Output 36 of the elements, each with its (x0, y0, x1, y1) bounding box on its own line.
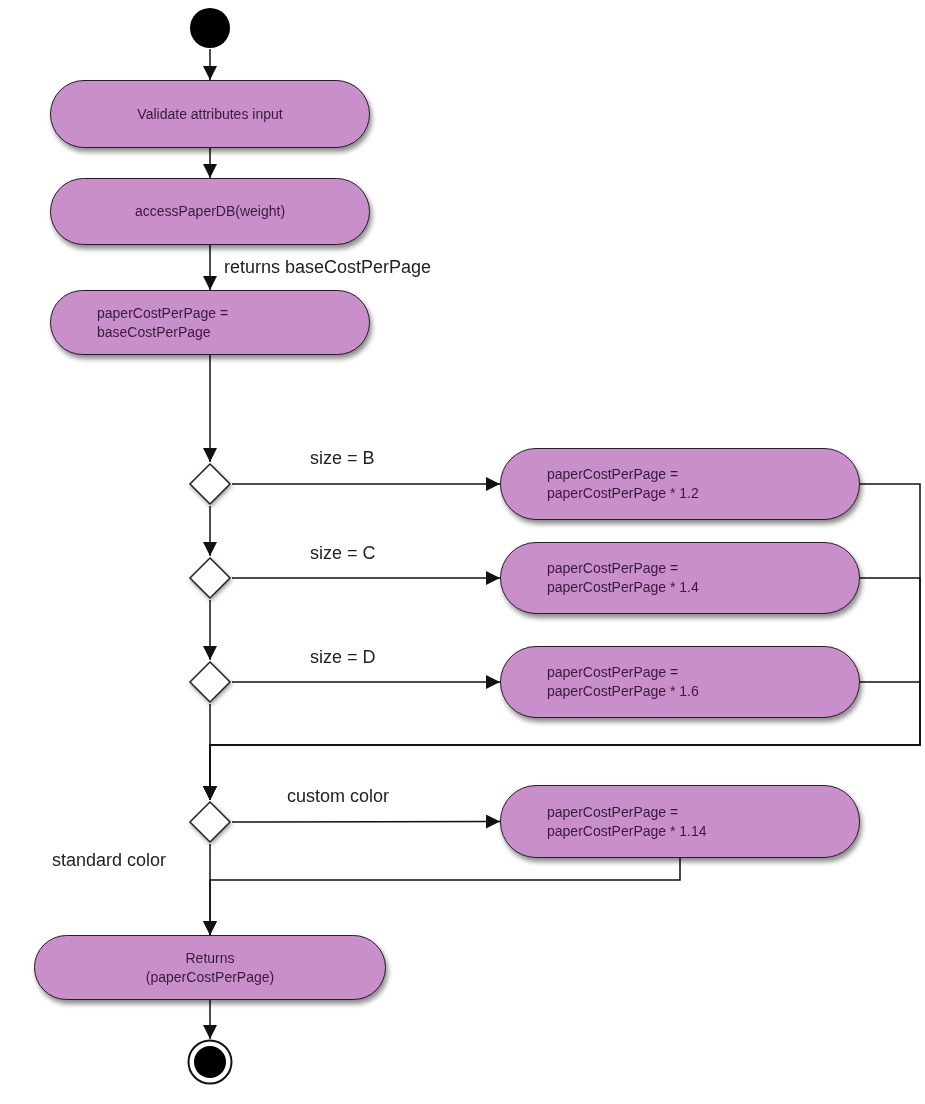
arrow (203, 599, 217, 661)
action-node (500, 646, 860, 718)
arrow (203, 244, 217, 291)
node-text: paperCostPerPage = paperCostPerPage * 1.2 (547, 465, 700, 503)
action-node (34, 935, 386, 1000)
arrow (203, 857, 681, 936)
node-text: paperCostPerPage = baseCostPerPage (97, 303, 230, 342)
decision-diamond (188, 660, 232, 704)
arrow (203, 48, 217, 81)
node-text: Returns (paperCostPerPage) (144, 948, 276, 987)
arrow (231, 477, 501, 491)
action-node (500, 542, 860, 614)
decision-diamond (188, 556, 232, 600)
node-text: paperCostPerPage = paperCostPerPage * 1.6 (547, 663, 700, 701)
node-text: Validate attributes input (137, 104, 283, 124)
action-node (50, 178, 370, 245)
arrow (203, 681, 921, 801)
action-node (500, 785, 860, 858)
arrow (203, 147, 217, 179)
arrow (231, 571, 501, 585)
node-text: accessPaperDB(weight) (134, 202, 286, 221)
end-node (187, 1039, 233, 1085)
action-node (50, 290, 370, 355)
action-node (500, 448, 860, 520)
action-node (50, 80, 370, 148)
node-text: paperCostPerPage = paperCostPerPage * 1.4 (547, 559, 700, 597)
start-node (189, 7, 231, 49)
arrow (231, 814, 501, 829)
arrow (203, 999, 217, 1040)
arrow (203, 505, 217, 557)
decision-diamond (188, 800, 232, 844)
decision-diamond (188, 462, 232, 506)
edge-label: returns baseCostPerPage (222, 257, 434, 278)
node-text: paperCostPerPage = paperCostPerPage * 1.14 (547, 802, 708, 841)
arrow (231, 675, 501, 689)
arrow (203, 354, 217, 463)
